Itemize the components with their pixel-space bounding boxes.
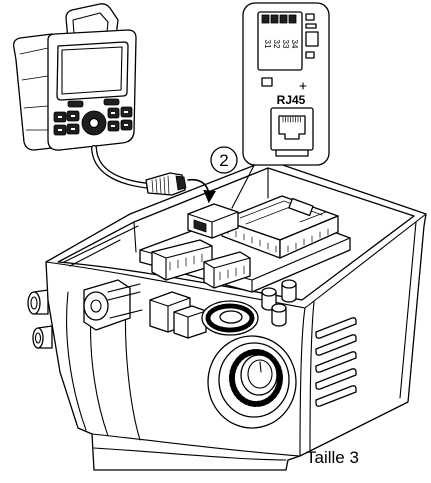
relay-components	[149, 291, 207, 339]
control-module-side	[279, 215, 339, 259]
terminal-slot	[261, 14, 270, 24]
control-connector-block	[288, 197, 314, 217]
left-component-hub	[90, 299, 102, 313]
inset-terminal-block	[257, 11, 303, 71]
vent-slot	[315, 334, 357, 356]
knob-pointer	[259, 361, 262, 373]
function-key-right	[103, 98, 120, 106]
board-rj45-jack	[187, 203, 239, 239]
terminal-slot	[279, 14, 288, 24]
base-top-line	[93, 447, 287, 461]
rj45-detail-inset: 31 32 33 34 RJ45	[242, 2, 330, 166]
terminal-block-2-screws	[219, 265, 245, 281]
rj45-plug-tip	[175, 175, 187, 191]
inset-component	[261, 77, 273, 87]
inset-jack-base	[275, 149, 309, 157]
size-caption: Taille 3	[306, 448, 359, 467]
terminal-label-31: 31	[263, 40, 272, 49]
left-component-end	[83, 291, 109, 321]
relay-1-edge	[149, 297, 191, 333]
inner-left-wall-strip	[63, 225, 139, 267]
vent-slot	[315, 317, 357, 339]
terminal-slot	[288, 14, 297, 24]
terminal-block-1-edge	[151, 245, 213, 281]
jack-port-opening	[193, 219, 207, 233]
keypad-display-inner	[61, 46, 123, 95]
rj45-plug-body	[145, 172, 186, 196]
ventilation-slots	[315, 317, 357, 407]
capacitor-1-top	[261, 287, 277, 297]
inset-rj45-pins	[282, 116, 301, 123]
function-key-left	[67, 100, 84, 108]
control-terminal-row-side	[287, 228, 329, 253]
gland-upper-nut	[27, 291, 41, 315]
knob-knurling	[229, 349, 283, 407]
keypad-rear-housing	[12, 33, 53, 151]
front-right-corner-edge	[299, 307, 306, 457]
capacitors	[261, 279, 297, 327]
capacitor-2	[281, 283, 297, 303]
inset-small-mark	[299, 82, 307, 90]
inset-component	[305, 31, 319, 47]
left-interior-component	[83, 279, 143, 331]
gland-lower-hole	[34, 332, 42, 344]
drive-enclosure	[27, 159, 427, 471]
vent-slot	[315, 351, 357, 373]
callout-number: 2	[219, 151, 228, 170]
terminal-block-2-edge	[203, 257, 251, 289]
vent-slot	[315, 368, 357, 390]
left-component-rods	[107, 283, 143, 319]
toroid-hole	[219, 310, 243, 324]
speed-knob	[207, 335, 297, 429]
keypad-bracket-inner	[72, 12, 109, 35]
gland-upper-hole	[30, 296, 38, 310]
insertion-arrow	[187, 178, 217, 204]
rj45-label: RJ45	[277, 93, 306, 107]
right-face-bend	[309, 301, 315, 452]
callout-circle	[210, 146, 238, 174]
front-top-edge	[45, 213, 427, 309]
keypad-housing-shading	[19, 47, 49, 131]
terminal-label-34: 34	[290, 40, 299, 49]
toroid-coil	[201, 300, 259, 336]
jack-housing-edge	[187, 211, 239, 239]
capacitor-3-top	[271, 303, 287, 313]
capacitor-3	[271, 307, 287, 327]
terminal-label-33: 33	[281, 40, 290, 49]
terminal-slot	[270, 14, 279, 24]
toroid-winding	[205, 303, 255, 333]
inset-component	[305, 51, 315, 59]
capacitor-2-top	[281, 279, 297, 289]
relay-2	[173, 305, 207, 339]
terminal-block-1-screws	[169, 253, 203, 271]
keypad-buttons	[53, 98, 133, 136]
terminal-label-32: 32	[272, 40, 281, 49]
vent-slot	[315, 385, 357, 407]
inset-component	[305, 23, 317, 29]
right-face-far-edge	[399, 221, 417, 399]
relay-2-edge	[173, 310, 207, 339]
keypad-cable	[91, 145, 187, 196]
front-bottom-edge	[91, 433, 301, 457]
cable-glands	[27, 289, 53, 349]
gland-lower-nut	[32, 327, 44, 349]
callout-marker: 2	[210, 146, 238, 174]
inset-component	[305, 13, 315, 21]
rj45-plug-ribs	[151, 175, 170, 195]
navigation-dial-center	[88, 117, 100, 129]
back-left-corner	[133, 221, 137, 253]
control-module	[221, 195, 339, 259]
knob-cap-ring	[247, 359, 273, 389]
cable-inner	[92, 146, 152, 188]
remote-keypad	[12, 3, 137, 151]
front-panel-rib-1	[66, 291, 87, 431]
keypad-display	[56, 41, 129, 101]
power-terminal-blocks	[151, 239, 251, 289]
